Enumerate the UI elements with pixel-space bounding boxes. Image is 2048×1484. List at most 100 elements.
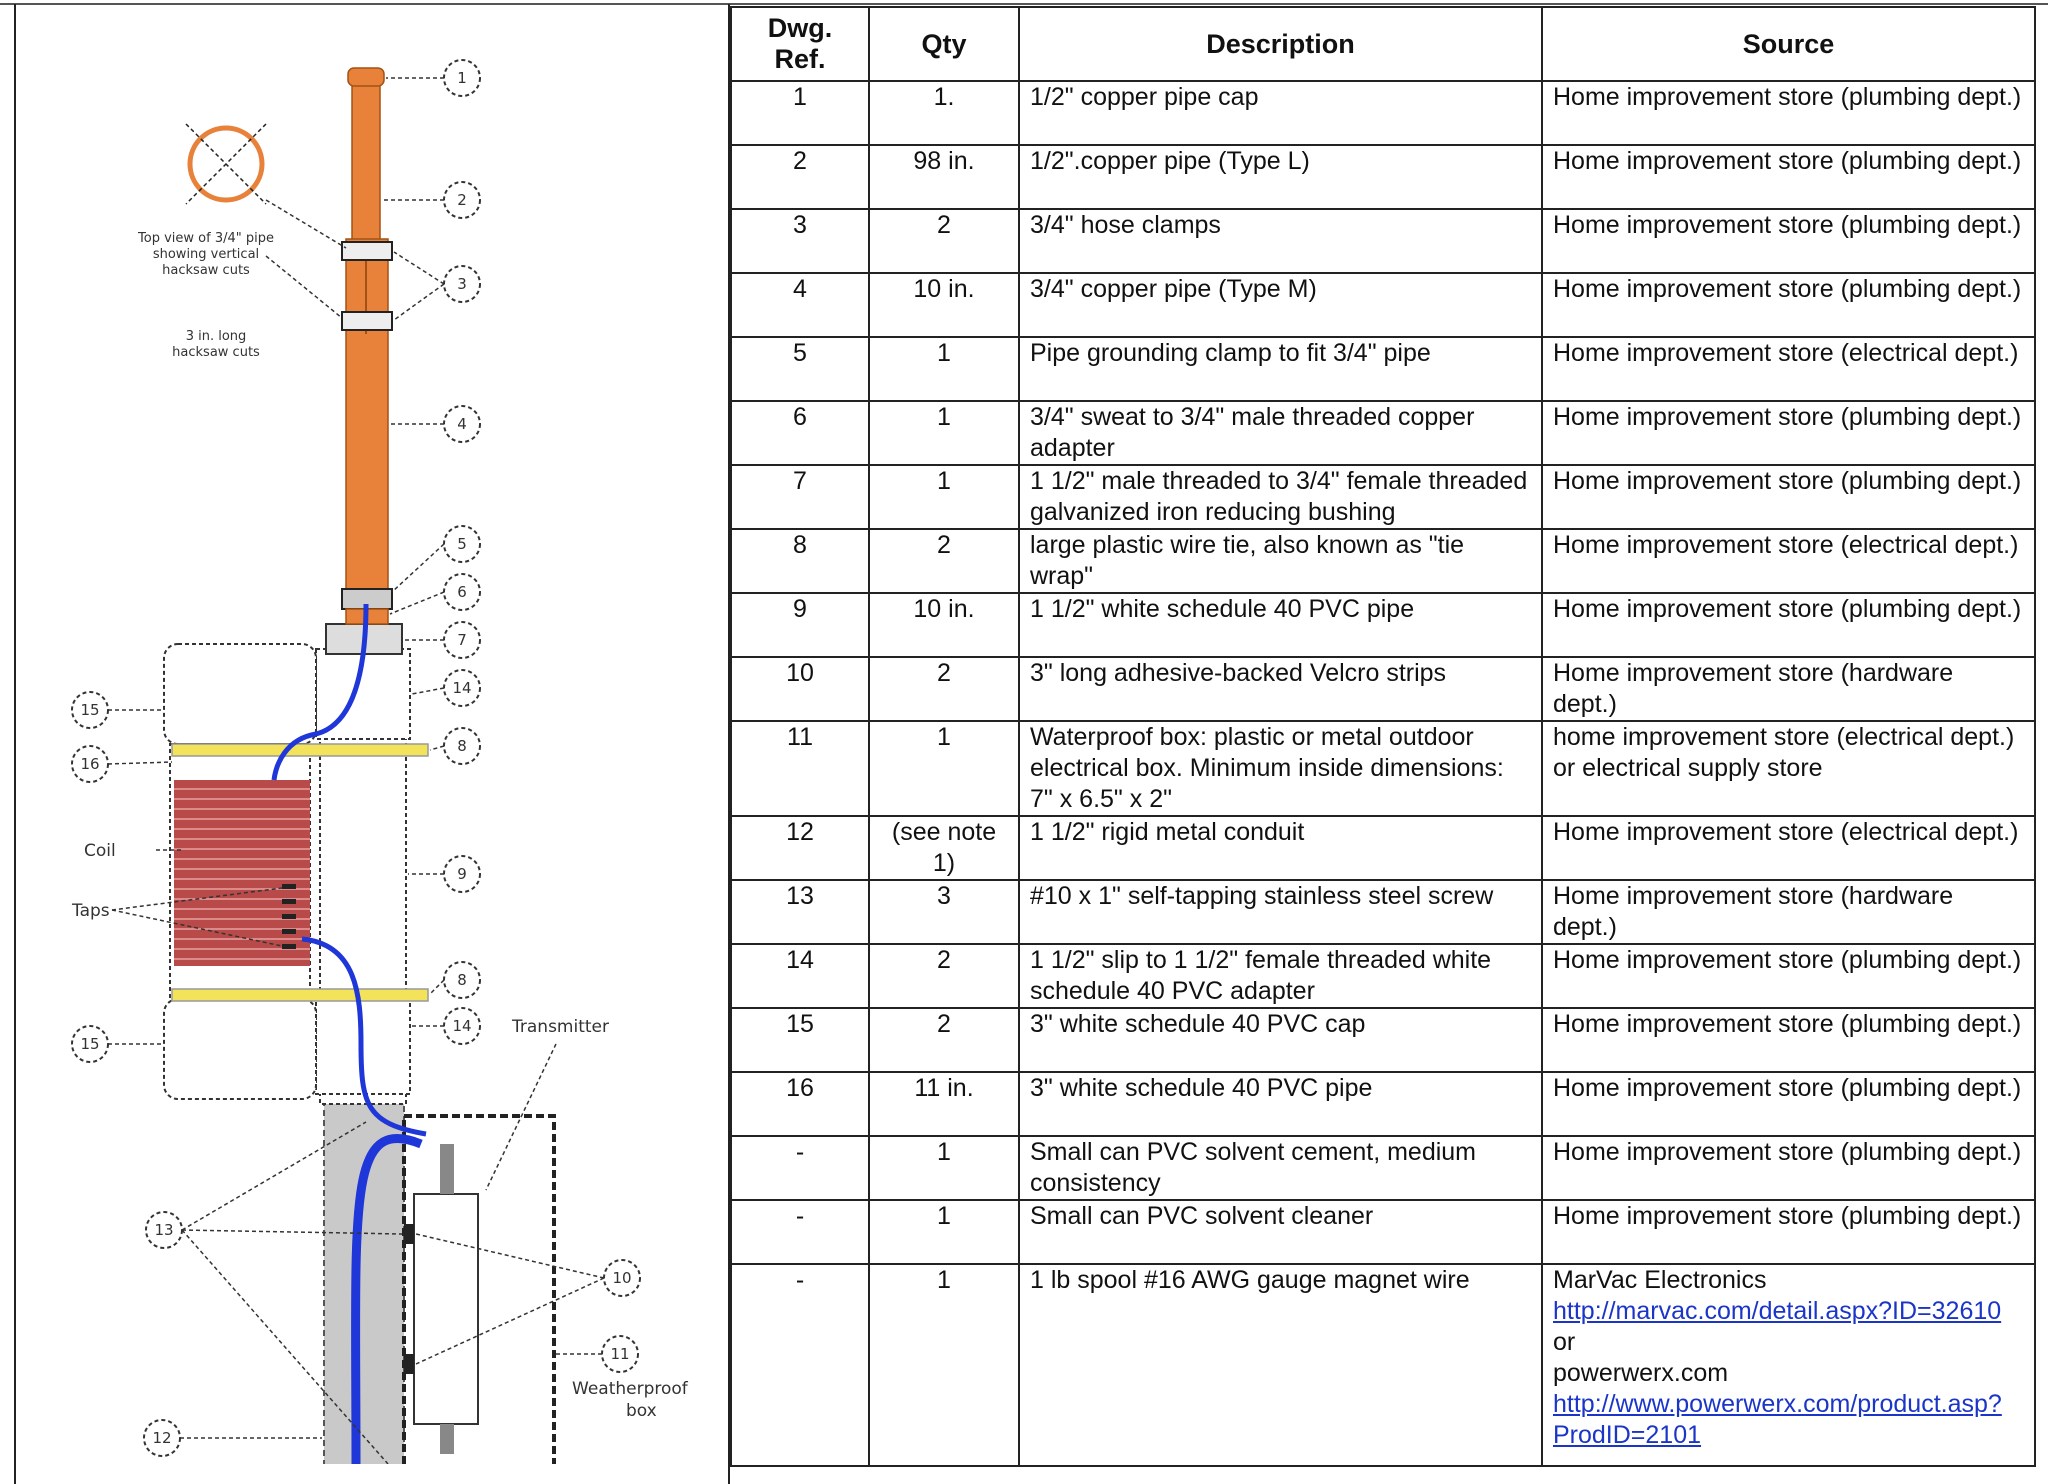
- cell-description: 1 1/2" white schedule 40 PVC pipe: [1018, 592, 1543, 658]
- header-description: Description: [1018, 6, 1543, 82]
- cell-description: 1 1/2" slip to 1 1/2" female threaded wh…: [1018, 943, 1543, 1009]
- cell-qty: 1: [868, 720, 1020, 817]
- source-text: Home improvement store (plumbing dept.): [1553, 1074, 2022, 1102]
- cell-description: 1 1/2" rigid metal conduit: [1018, 815, 1543, 881]
- source-text: Home improvement store (plumbing dept.): [1553, 467, 2022, 495]
- source-text: Home improvement store (plumbing dept.): [1553, 1202, 2022, 1230]
- cell-source: Home improvement store (plumbing dept.): [1541, 80, 2036, 146]
- cell-qty: 98 in.: [868, 144, 1020, 210]
- source-link[interactable]: http://marvac.com/detail.aspx?ID=32610: [1553, 1297, 2002, 1325]
- cell-description: 1/2".copper pipe (Type L): [1018, 144, 1543, 210]
- cell-source: Home improvement store (electrical dept.…: [1541, 815, 2036, 881]
- source-text: Home improvement store (plumbing dept.): [1553, 595, 2022, 623]
- blue-wire: [351, 1134, 423, 1464]
- cell-qty: 1: [868, 1135, 1020, 1201]
- cell-dwg-ref: 2: [730, 144, 870, 210]
- source-text: Home improvement store (plumbing dept.): [1553, 946, 2022, 974]
- callout-number: 3: [457, 275, 467, 293]
- cell-source: Home improvement store (plumbing dept.): [1541, 272, 2036, 338]
- top-view-label: Top view of 3/4" pipe: [137, 231, 274, 246]
- source-text: powerwerx.com: [1553, 1359, 1729, 1387]
- cell-description: 3" long adhesive-backed Velcro strips: [1018, 656, 1543, 722]
- cell-qty: 1.: [868, 80, 1020, 146]
- source-text: home improvement store (electrical dept.…: [1553, 723, 2015, 782]
- cell-qty: 2: [868, 1007, 1020, 1073]
- cell-description: Small can PVC solvent cleaner: [1018, 1199, 1543, 1265]
- wire-tie-top: [171, 743, 429, 757]
- copper-cap: [347, 67, 385, 87]
- conduit: [323, 1095, 405, 1464]
- cell-qty: 2: [868, 943, 1020, 1009]
- source-text: Home improvement store (plumbing dept.): [1553, 275, 2022, 303]
- source-text: Home improvement store (electrical dept.…: [1553, 339, 2019, 367]
- callout-number: 4: [457, 415, 467, 433]
- cell-description: large plastic wire tie, also known as "t…: [1018, 528, 1543, 594]
- cell-source: Home improvement store (plumbing dept.): [1541, 1199, 2036, 1265]
- cell-source: MarVac Electronics http://marvac.com/deta…: [1541, 1263, 2036, 1467]
- callout-number: 16: [80, 755, 99, 773]
- cell-dwg-ref: 10: [730, 656, 870, 722]
- cut-label: 3 in. long: [186, 329, 247, 344]
- blue-wire: [271, 603, 369, 781]
- cell-dwg-ref: 6: [730, 400, 870, 466]
- source-text: Home improvement store (electrical dept.…: [1553, 531, 2019, 559]
- taps-label: Taps: [71, 901, 110, 921]
- cell-dwg-ref: -: [730, 1199, 870, 1265]
- coil-taps: [282, 884, 296, 949]
- cell-source: Home improvement store (electrical dept.…: [1541, 336, 2036, 402]
- cell-description: 1 1/2" male threaded to 3/4" female thre…: [1018, 464, 1543, 530]
- source-text: Home improvement store (plumbing dept.): [1553, 1138, 2022, 1166]
- callout-number: 11: [610, 1345, 629, 1363]
- cell-description: 3/4" sweat to 3/4" male threaded copper …: [1018, 400, 1543, 466]
- header-dwg-ref: Dwg. Ref.: [730, 6, 870, 82]
- source-text: MarVac Electronics: [1553, 1266, 1767, 1294]
- weatherproof-label: Weatherproof: [572, 1379, 689, 1399]
- callout-number: 12: [152, 1429, 171, 1447]
- source-text: Home improvement store (plumbing dept.): [1553, 403, 2022, 431]
- antenna-diagram-svg: 1 2 3 4 5 6 7 14 8 9 8 14 15 16 15 13 10…: [71, 59, 689, 1464]
- cell-source: Home improvement store (hardware dept.): [1541, 879, 2036, 945]
- callout-number: 8: [457, 971, 467, 989]
- cell-qty: 1: [868, 336, 1020, 402]
- cell-dwg-ref: 11: [730, 720, 870, 817]
- header-qty: Qty: [868, 6, 1020, 82]
- pvc-cap-bottom: [163, 998, 317, 1100]
- blue-wire: [301, 936, 427, 1137]
- callout-number: 9: [457, 865, 467, 883]
- source-text: Home improvement store (hardware dept.): [1553, 659, 1954, 718]
- source-link[interactable]: http://www.powerwerx.com/product.asp?Pro…: [1553, 1390, 2002, 1449]
- source-text: Home improvement store (plumbing dept.): [1553, 1010, 2022, 1038]
- cell-description: #10 x 1" self-tapping stainless steel sc…: [1018, 879, 1543, 945]
- cell-description: 3/4" hose clamps: [1018, 208, 1543, 274]
- cell-description: Pipe grounding clamp to fit 3/4" pipe: [1018, 336, 1543, 402]
- cell-qty: 3: [868, 879, 1020, 945]
- cell-qty: 1: [868, 464, 1020, 530]
- cell-description: Waterproof box: plastic or metal outdoor…: [1018, 720, 1543, 817]
- cell-source: Home improvement store (plumbing dept.): [1541, 1007, 2036, 1073]
- antenna-diagram: 1 2 3 4 5 6 7 14 8 9 8 14 15 16 15 13 10…: [14, 4, 730, 1484]
- table-row: 12(see note 1)1 1/2" rigid metal conduit…: [730, 815, 2036, 881]
- cell-qty: 11 in.: [868, 1071, 1020, 1137]
- table-header-row: Dwg. Ref. Qty Description Source: [730, 6, 2036, 82]
- cell-dwg-ref: 12: [730, 815, 870, 881]
- cell-dwg-ref: 13: [730, 879, 870, 945]
- weatherproof-label: box: [626, 1401, 657, 1421]
- cell-dwg-ref: 5: [730, 336, 870, 402]
- cell-description: 3" white schedule 40 PVC cap: [1018, 1007, 1543, 1073]
- source-text: Home improvement store (plumbing dept.): [1553, 211, 2022, 239]
